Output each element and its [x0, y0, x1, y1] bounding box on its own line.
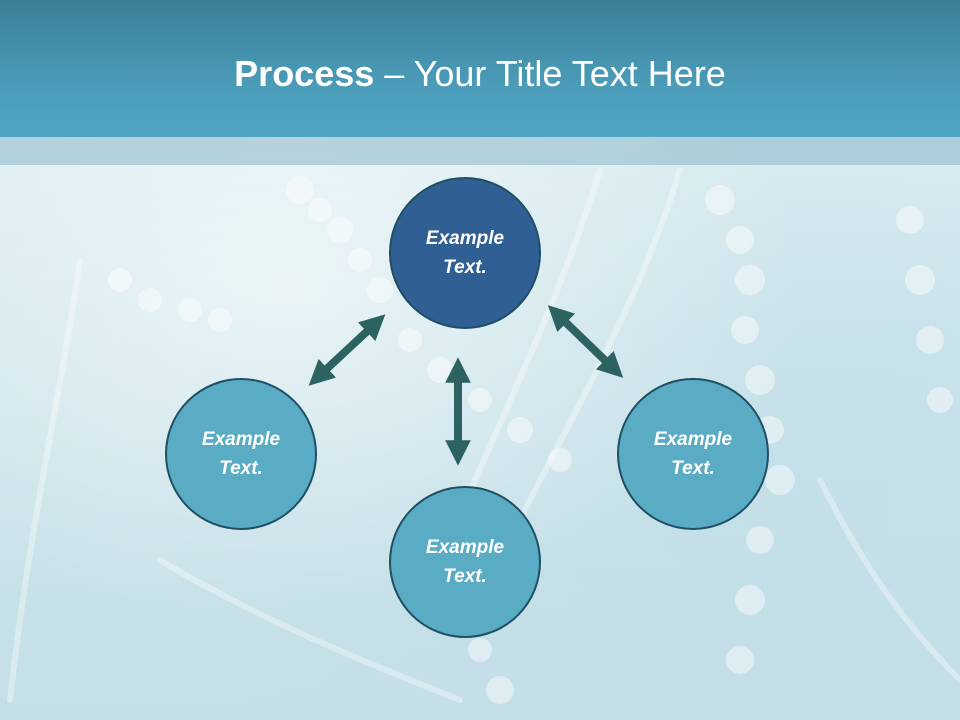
process-node-top: Example Text. — [389, 177, 541, 329]
process-node-left: Example Text. — [165, 378, 317, 530]
title-bar — [0, 0, 960, 137]
process-node-top-label: Example Text. — [425, 228, 505, 278]
title-bar-band — [0, 137, 960, 165]
slide-title: Process – Your Title Text Here — [0, 52, 960, 96]
arrow-top-right — [547, 305, 624, 378]
slide-title-bold: Process — [234, 53, 375, 94]
process-node-right: Example Text. — [617, 378, 769, 530]
process-node-left-label: Example Text. — [201, 429, 281, 479]
process-node-right-label: Example Text. — [653, 429, 733, 479]
slide-title-rest: – Your Title Text Here — [374, 53, 726, 94]
process-node-bottom: Example Text. — [389, 486, 541, 638]
process-node-bottom-label: Example Text. — [425, 537, 505, 587]
arrow-top-left — [308, 314, 386, 386]
